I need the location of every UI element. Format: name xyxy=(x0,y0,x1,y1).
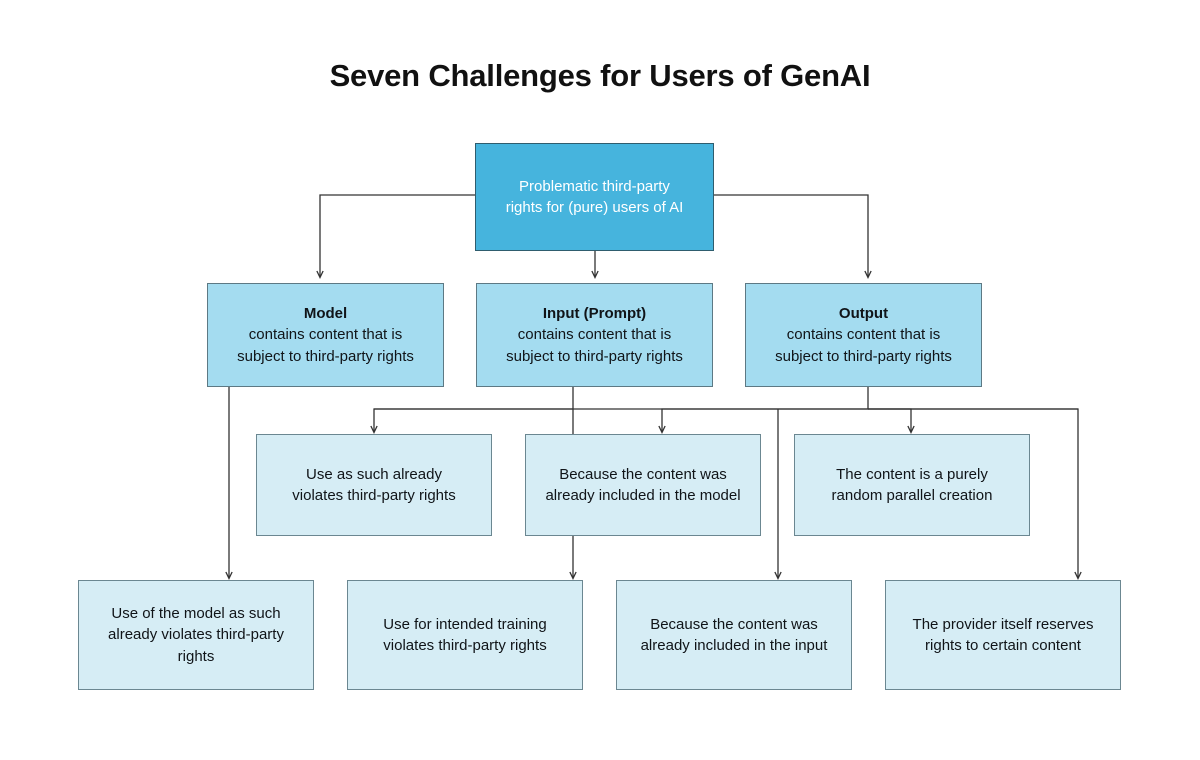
node-leaf-included-in-model[interactable]: Because the content was already included… xyxy=(525,434,761,536)
node-output-heading: Output xyxy=(838,305,889,323)
node-leaf-intended-training[interactable]: Use for intended training violates third… xyxy=(347,580,583,690)
node-root-line-1: Problematic third-party xyxy=(519,177,670,195)
edge-root-to-model xyxy=(316,194,475,280)
node-leaf-d-line-2: already violates third-party xyxy=(108,626,284,644)
node-leaf-f-line-1: Because the content was xyxy=(650,615,818,633)
node-root[interactable]: Problematic third-party rights for (pure… xyxy=(475,143,714,251)
page-title: Seven Challenges for Users of GenAI xyxy=(329,58,871,93)
node-leaf-d-line-1: Use of the model as such xyxy=(111,605,281,623)
node-leaf-c-line-1: The content is a purely xyxy=(836,465,988,483)
node-leaf-e-line-2: violates third-party rights xyxy=(383,637,547,654)
node-leaf-f-line-2: already included in the input xyxy=(640,637,828,654)
node-model-line-1: contains content that is xyxy=(248,326,403,344)
edge-output-to-leaf-b xyxy=(658,387,869,435)
node-model[interactable]: Model contains content that is subject t… xyxy=(207,283,444,387)
node-leaf-provider-reserves-rights[interactable]: The provider itself reserves rights to c… xyxy=(885,580,1121,690)
node-leaf-a-line-2: violates third-party rights xyxy=(292,487,456,504)
node-leaf-c-line-2: random parallel creation xyxy=(831,487,993,504)
node-leaf-random-parallel-creation[interactable]: The content is a purely random parallel … xyxy=(794,434,1030,536)
node-leaf-g-line-1: The provider itself reserves xyxy=(912,615,1094,633)
edge-input-to-leaf-a xyxy=(370,387,574,435)
node-leaf-b-line-1: Because the content was xyxy=(559,465,727,483)
node-leaf-d-line-3: rights xyxy=(177,647,215,665)
node-input-line-1: contains content that is xyxy=(517,326,672,344)
node-model-heading: Model xyxy=(303,305,348,323)
node-leaf-use-as-such[interactable]: Use as such already violates third-party… xyxy=(256,434,492,536)
node-output-line-1: contains content that is xyxy=(786,326,941,344)
node-output-line-2: subject to third-party rights xyxy=(775,347,952,365)
node-leaf-included-in-input[interactable]: Because the content was already included… xyxy=(616,580,852,690)
node-leaf-g-line-2: rights to certain content xyxy=(925,637,1081,654)
node-input[interactable]: Input (Prompt) contains content that is … xyxy=(476,283,713,387)
node-model-line-2: subject to third-party rights xyxy=(237,347,414,365)
node-input-heading: Input (Prompt) xyxy=(542,305,647,323)
node-leaf-use-of-model[interactable]: Use of the model as such already violate… xyxy=(78,580,314,690)
node-root-line-2: rights for (pure) users of AI xyxy=(505,199,684,216)
node-leaf-e-line-1: Use for intended training xyxy=(383,615,547,633)
node-input-line-2: subject to third-party rights xyxy=(506,347,683,365)
node-leaf-b-line-2: already included in the model xyxy=(545,487,741,504)
node-leaf-a-line-1: Use as such already xyxy=(306,465,442,483)
edge-output-to-leaf-c xyxy=(868,408,915,435)
node-output[interactable]: Output contains content that is subject … xyxy=(745,283,982,387)
edge-root-to-output xyxy=(714,194,872,280)
